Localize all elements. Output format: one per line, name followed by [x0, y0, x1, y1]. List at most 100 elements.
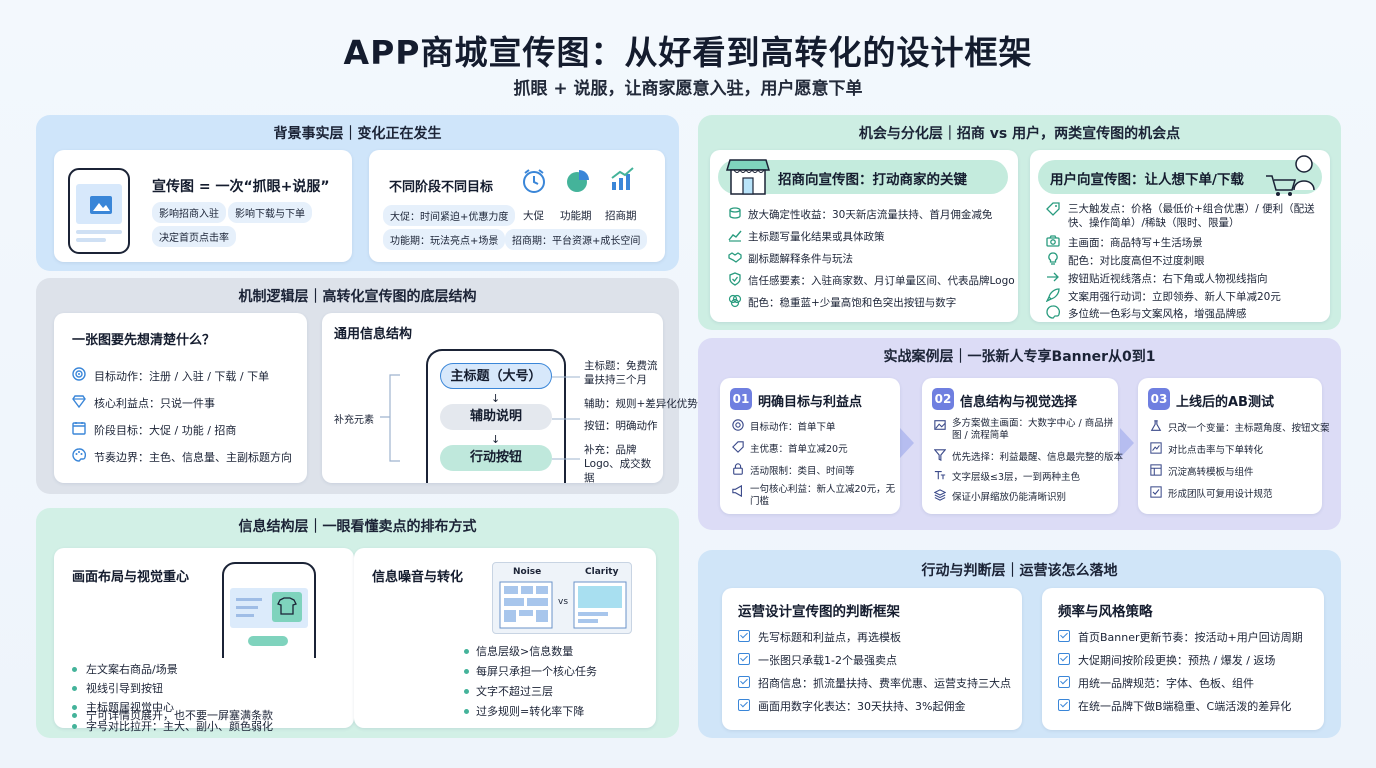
- frequency-item: 在统一品牌下做B端稳重、C端活泼的差异化: [1078, 700, 1292, 713]
- support-text-box: 辅助说明: [440, 404, 552, 430]
- image-icon: [934, 420, 946, 430]
- layout-item: 字号对比拉开：主大、副小、颜色弱化: [86, 720, 273, 733]
- merchant-promo-card: 招商向宣传图：打动商家的关键 放大确定性收益：30天新店流量扶持、首月佣金减免 …: [710, 150, 1018, 322]
- lock-icon: [733, 463, 743, 475]
- merchant-card-title: 招商向宣传图：打动商家的关键: [778, 172, 967, 188]
- rocket-icon: [1046, 288, 1060, 302]
- coins-icon: [729, 207, 741, 219]
- layout-item: 视线引导到按钮: [86, 682, 163, 695]
- palette-icon: [72, 448, 86, 462]
- step-item: 只改一个变量：主标题角度、按钮文案: [1168, 423, 1330, 434]
- step-card-3: 03 上线后的AB测试 只改一个变量：主标题角度、按钮文案 对比点击率与下单转化…: [1138, 378, 1330, 514]
- checkbox-icon: [1058, 676, 1070, 688]
- step-item: 一句核心利益：新人立减20元，无门槛: [750, 484, 896, 507]
- flow-arrow: ↓: [491, 433, 501, 446]
- framework-title: 运营设计宣传图的判断框架: [738, 604, 900, 620]
- user-item: 多位统一色彩与文案风格，增强品牌感: [1068, 308, 1247, 320]
- opportunity-panel: 机会与分化层｜招商 vs 用户，两类宣传图的机会点 招商向宣传图：打动商家的关键…: [698, 115, 1341, 330]
- step-item: 文字层级≤3层，一到两种主色: [952, 472, 1081, 483]
- checkbox-icon: [738, 630, 750, 642]
- handshake-icon: [728, 252, 742, 263]
- question-item: 节奏边界：主色、信息量、主副标题方向: [94, 451, 292, 464]
- bullet-dot: [72, 724, 77, 729]
- step-card-2: 02 信息结构与视觉选择 多方案做主画面：大数字中心 / 商品拼图 / 流程简单…: [922, 378, 1123, 514]
- info-structure-card: 通用信息结构 补充元素 主标题（大号） ↓ 辅助说明 ↓ 行动按钮 主标题：免费…: [322, 313, 698, 484]
- arrow-right-icon: [1047, 272, 1059, 282]
- clock-icon: [523, 169, 545, 193]
- layout-item: 宁可详情页展开，也不要一屏塞满条款: [86, 709, 273, 722]
- phone-product-icon: [222, 562, 316, 658]
- step-title: 明确目标与利益点: [758, 395, 863, 410]
- user-item: 按钮贴近视线落点：右下角或人物视线指向: [1068, 273, 1268, 285]
- shopper-cart-icon: [1266, 155, 1315, 196]
- user-card-title: 用户向宣传图：让人想下单/下载: [1050, 172, 1244, 188]
- supplement-label: 补充元素: [334, 415, 374, 426]
- page-subtitle: 抓眼 + 说服，让商家愿意入驻，用户愿意下单: [513, 79, 863, 99]
- storefront-icon: [726, 159, 770, 195]
- action-button-box: 行动按钮: [440, 445, 552, 471]
- noise-label: Noise: [513, 567, 542, 577]
- tag-icon: [1046, 202, 1060, 216]
- noise-item: 文字不超过三层: [476, 685, 553, 698]
- user-header-band: [1038, 160, 1322, 194]
- pie-chart-icon: [567, 170, 589, 192]
- text-size-icon: [934, 471, 946, 480]
- noise-item: 信息层级>信息数量: [476, 645, 574, 658]
- panel-title: 行动与判断层｜运营该怎么落地: [921, 563, 1118, 579]
- frequency-item: 用统一品牌规范：字体、色板、组件: [1078, 677, 1254, 690]
- step-title: 信息结构与视觉选择: [960, 395, 1078, 410]
- growth-chart-icon: [611, 167, 634, 190]
- frequency-title: 频率与风格策略: [1058, 604, 1153, 620]
- panel-title: 背景事实层｜变化正在发生: [273, 126, 442, 142]
- chip-item: 决定首页点击率: [152, 226, 236, 247]
- palette-icon: [1046, 305, 1060, 319]
- info-layout-panel: 信息结构层｜一眼看懂卖点的排布方式 画面布局与视觉重心 左文案右商品/场景 视线…: [36, 508, 679, 738]
- chip-item: 功能期：玩法亮点+场景: [383, 229, 506, 250]
- panel-title: 实战案例层｜一张新人专享Banner从0到1: [883, 349, 1156, 365]
- judgment-framework-card: 运营设计宣传图的判断框架 先写标题和利益点，再选模板 一张图只承载1-2个最强卖…: [722, 588, 1022, 730]
- merchant-item: 配色：稳重蓝+少量高饱和色突出按钮与数字: [748, 297, 957, 309]
- bullet-dot: [72, 713, 77, 718]
- checkbox-icon: [738, 653, 750, 665]
- layout-focus-card: 画面布局与视觉重心 左文案右商品/场景 视线引导到按钮 主标题居视觉中心 字号对…: [54, 548, 354, 733]
- template-icon: [1150, 464, 1162, 476]
- target-icon: [732, 419, 744, 431]
- panel-title: 信息结构层｜一眼看懂卖点的排布方式: [238, 519, 477, 535]
- merchant-item: 信任感要素：入驻商家数、月订单量区间、代表品牌Logo: [748, 275, 1015, 287]
- shield-check-icon: [729, 272, 741, 286]
- merchant-item: 放大确定性收益：30天新店流量扶持、首月佣金减免: [748, 209, 993, 221]
- color-circles-icon: [728, 294, 742, 308]
- noise-item: 过多规则=转化率下降: [476, 705, 585, 718]
- chip-item: 招商期：平台资源+成长空间: [505, 229, 648, 250]
- main-title-box: 主标题（大号）: [440, 363, 552, 389]
- panel-title: 机会与分化层｜招商 vs 用户，两类宣传图的机会点: [858, 126, 1181, 142]
- questions-title: 一张图要先想清楚什么？: [72, 333, 216, 348]
- framework-item: 画面用数字化表达：30天扶持、3%起佣金: [758, 700, 966, 713]
- stage-goals-card: 不同阶段不同目标 大促 功能期 招商期 大促：时间紧迫+优惠力度 功能期：玩法亮…: [369, 150, 665, 262]
- tag-icon: [732, 441, 744, 453]
- step-item: 对比点击率与下单转化: [1168, 445, 1264, 456]
- lightbulb-icon: [1048, 252, 1058, 265]
- noise-item: 每屏只承担一个核心任务: [476, 665, 597, 678]
- action-judgment-panel: 行动与判断层｜运营该怎么落地 运营设计宣传图的判断框架 先写标题和利益点，再选模…: [698, 550, 1341, 738]
- step-item: 目标动作：首单下单: [750, 422, 836, 433]
- trend-icon: [728, 230, 742, 242]
- step-title: 上线后的AB测试: [1176, 395, 1274, 410]
- bracket-connector: [380, 374, 400, 462]
- step-item: 优先选择：利益最醒、信息最完整的版本: [952, 452, 1124, 463]
- camera-icon: [1046, 235, 1060, 247]
- user-promo-card: 用户向宣传图：让人想下单/下载 三大触发点：价格（最低价+组合优惠）/ 便利（配…: [1030, 150, 1330, 322]
- bullet-dot: [464, 649, 469, 654]
- bullet-dot: [464, 669, 469, 674]
- noise-vs-clarity-illustration: Noise Clarity vs: [492, 562, 632, 634]
- step-number: 01: [730, 388, 752, 410]
- flow-arrow: ↓: [491, 392, 501, 405]
- framework-item: 先写标题和利益点，再选模板: [758, 631, 901, 644]
- user-item: 三大触发点：价格（最低价+组合优惠）/ 便利（配送快、操作简单）/稀缺（限时、限…: [1068, 203, 1315, 229]
- bullet-dot: [464, 689, 469, 694]
- noise-grid-icon: [499, 581, 553, 629]
- phone-image-icon: [68, 168, 130, 254]
- filter-icon: [934, 449, 946, 461]
- step-item: 保证小屏缩放仍能清晰识别: [952, 492, 1067, 503]
- stage-goals-title: 不同阶段不同目标: [389, 180, 494, 195]
